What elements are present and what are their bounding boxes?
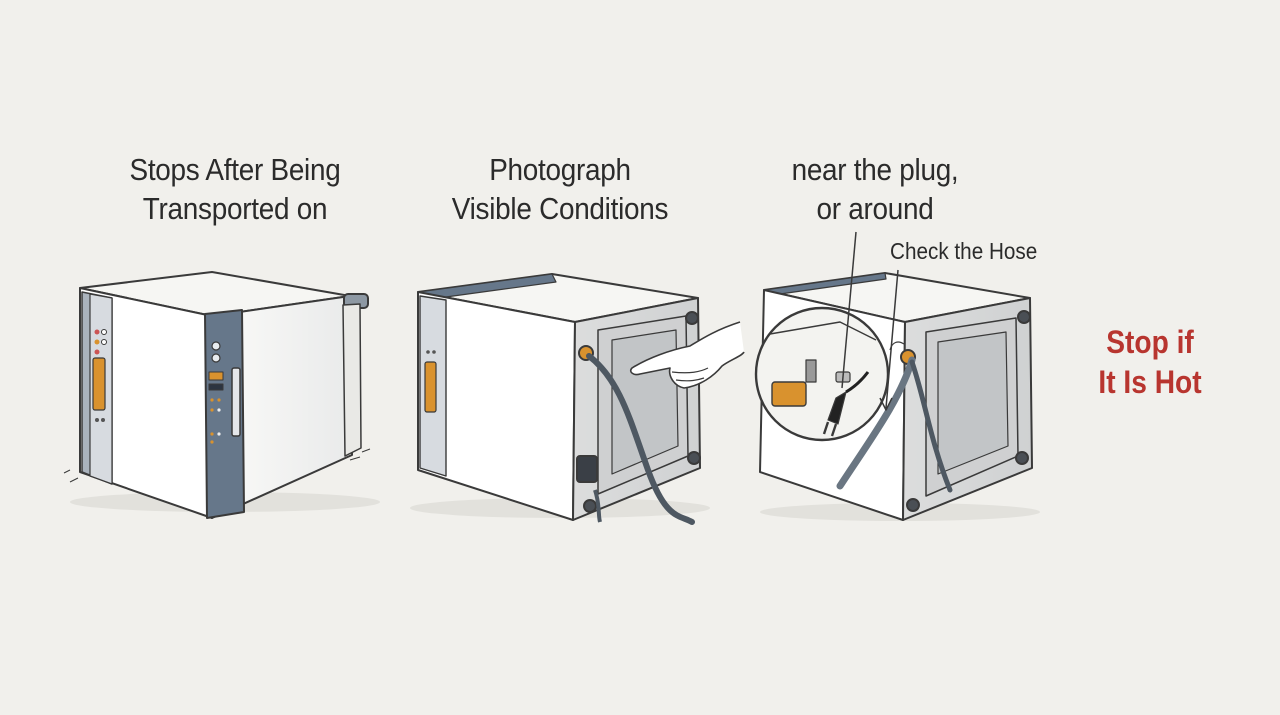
panel-3-caption-line-1: near the plug, [791,152,959,187]
panel-1-caption-line-1: Stops After Being [129,152,341,187]
panel-2-caption: Photograph Visible Conditions [434,150,686,228]
panel-3-caption: near the plug, or around [749,150,1001,228]
panel-3-caption-line-2: or around [816,191,934,226]
hot-warning-line-2: It Is Hot [1098,364,1202,400]
panel-2-caption-line-2: Visible Conditions [451,191,669,226]
hot-warning: Stop if It Is Hot [1084,322,1216,402]
washer-rear-view [410,273,745,525]
washer-front-view [63,271,380,519]
check-hose-callout: Check the Hose [890,238,1038,264]
panel-1-caption-line-2: Transported on [142,191,328,226]
panel-2-caption-line-1: Photograph [489,152,631,187]
panel-1-caption: Stops After Being Transported on [109,150,361,228]
washer-rear-inspection-view [754,231,1040,521]
hot-warning-line-1: Stop if [1106,324,1194,360]
